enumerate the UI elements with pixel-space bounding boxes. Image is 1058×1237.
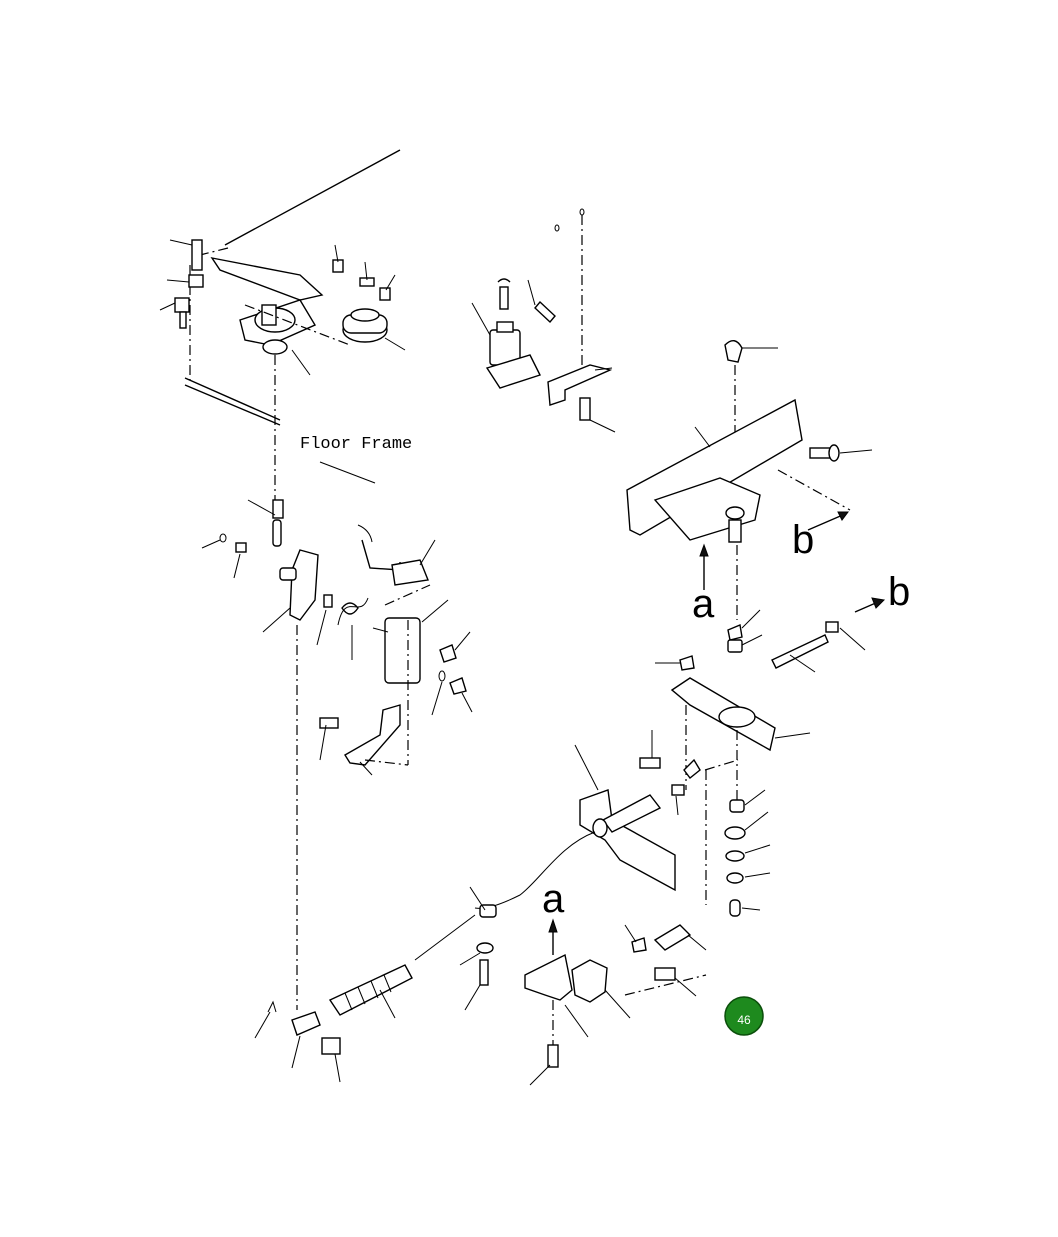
lever-assembly xyxy=(655,597,886,917)
label-a-lower: a xyxy=(542,877,565,921)
label-b-right: b xyxy=(888,570,910,614)
pedal-assembly xyxy=(159,149,406,500)
cable-bracket xyxy=(328,730,707,1086)
page-number: 46 xyxy=(737,1013,751,1027)
label-b-left: b xyxy=(792,518,814,562)
page-number-badge: 46 xyxy=(724,996,764,1036)
mounting-plate xyxy=(626,340,873,620)
switch-assembly xyxy=(471,208,616,433)
lower-left-parts xyxy=(254,1000,341,1083)
floor-frame-label: Floor Frame xyxy=(300,435,412,454)
label-a-upper: a xyxy=(692,582,715,626)
left-linkage xyxy=(201,499,473,1010)
